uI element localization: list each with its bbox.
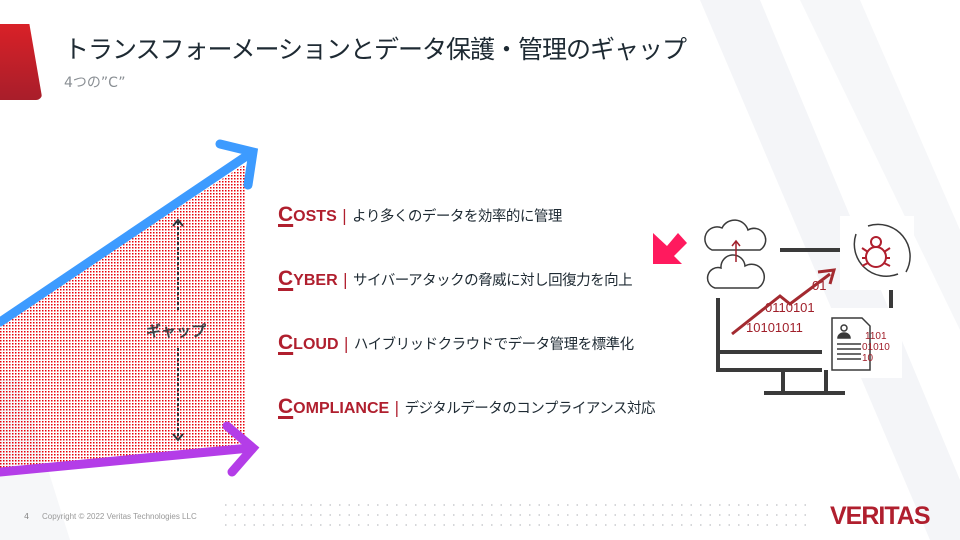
gap-area — [0, 164, 245, 473]
page-title: トランスフォーメーションとデータ保護・管理のギャップ — [64, 35, 687, 64]
item-description: サイバーアタックの脅威に対し回復力を向上 — [353, 273, 633, 289]
malware-cycle-icon — [853, 223, 911, 277]
item-key: COMPLIANCE — [278, 395, 390, 418]
growth-arrow — [0, 139, 259, 327]
svg-text:10: 10 — [862, 353, 874, 364]
item-cloud: CLOUD | ハイブリッドクラウドでデータ管理を標準化 — [278, 331, 634, 354]
item-key: CYBER — [278, 267, 338, 290]
item-key: COSTS — [278, 203, 337, 226]
svg-text:1101: 1101 — [865, 331, 887, 342]
page-subtitle: 4つの”C” — [64, 75, 126, 91]
monitor-icon — [716, 248, 893, 395]
gap-label: ギャップ — [146, 322, 207, 340]
item-key: CLOUD — [278, 331, 339, 354]
item-cyber: CYBER | サイバーアタックの脅威に対し回復力を向上 — [278, 267, 633, 290]
svg-text:10101011: 10101011 — [746, 320, 803, 335]
page-number: 4 — [24, 512, 30, 521]
svg-text:0110101: 0110101 — [765, 300, 815, 315]
item-description: デジタルデータのコンプライアンス対応 — [404, 401, 656, 417]
protection-arrow — [0, 421, 260, 477]
veritas-logo: VERITAS — [830, 502, 930, 530]
svg-text:01010: 01010 — [862, 342, 890, 353]
cloud-upload-icon — [704, 219, 767, 289]
svg-text:01: 01 — [812, 278, 826, 293]
binary-text: 01 0110101 10101011 — [746, 278, 826, 335]
footer-dots — [225, 504, 810, 526]
gap-measure-arrow — [172, 218, 184, 442]
item-description: より多くのデータを効率的に管理 — [352, 209, 562, 225]
growth-trend-icon — [731, 268, 837, 336]
item-costs: COSTS | より多くのデータを効率的に管理 — [278, 203, 562, 226]
gap-diagram — [0, 139, 260, 477]
item-description: ハイブリッドクラウドでデータ管理を標準化 — [353, 337, 634, 353]
pointer-arrow-icon — [653, 233, 687, 264]
copyright: Copyright © 2022 Veritas Technologies LL… — [42, 512, 197, 521]
data-protection-illustration: 01 0110101 10101011 1101 01010 10 — [653, 216, 914, 395]
document-icon — [831, 317, 871, 371]
item-compliance: COMPLIANCE | デジタルデータのコンプライアンス対応 — [278, 395, 656, 418]
